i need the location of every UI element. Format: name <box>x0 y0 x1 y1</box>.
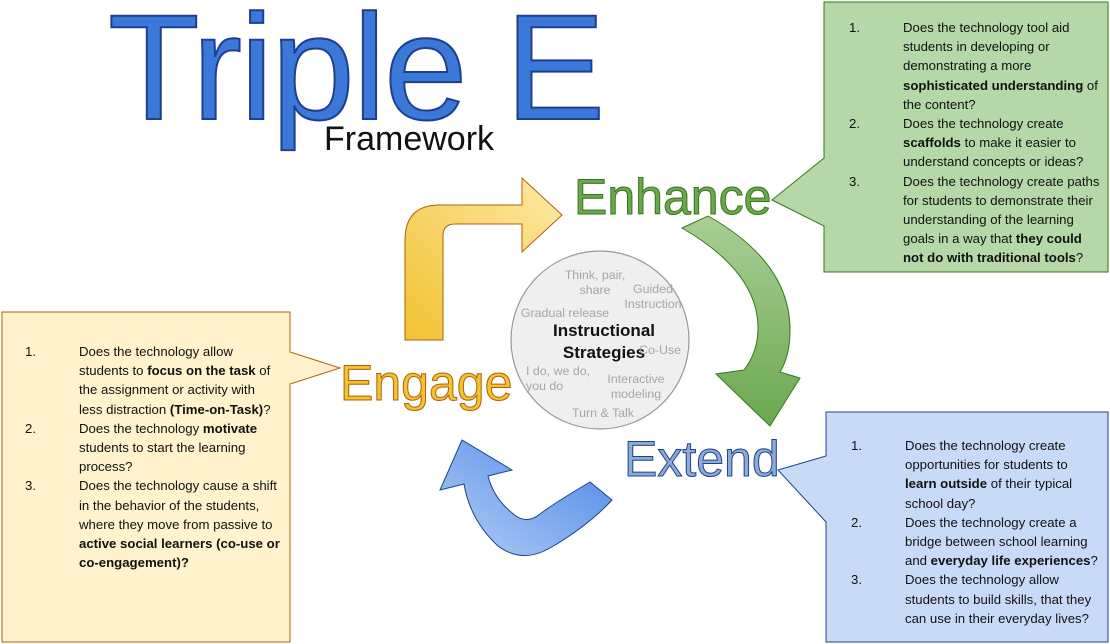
question-item: 2. Does the technology create scaffolds t… <box>846 114 1100 172</box>
engage-label: Engage <box>339 355 513 411</box>
question-text: of their typical school day? <box>905 476 1073 511</box>
question-emphasis: sophisticated understanding <box>903 77 1084 93</box>
extend-questions: 1. Does the technology create opportuniti… <box>826 412 1108 642</box>
center-title: Instructional Strategies <box>552 321 655 362</box>
question-emphasis: focus on the task <box>147 363 256 379</box>
question-item: 3. Does the technology allow students to … <box>848 570 1102 628</box>
question-text: of the content? <box>903 77 1098 112</box>
engage-to-enhance-arrow <box>404 176 563 341</box>
engage-questions: 1.Does the technology allow students to … <box>2 312 290 644</box>
extend-label: Extend <box>624 431 781 487</box>
strategy-gradual-release: Gradual release <box>520 306 610 320</box>
strategy-turn-and-talk: Turn & Talk <box>572 406 634 420</box>
question-emphasis: learn outside <box>905 476 988 492</box>
question-number: 1. <box>851 438 862 453</box>
question-item: 1. Does the technology tool aid students … <box>846 18 1100 114</box>
strategy-think-pair-share: Think, pair, share <box>564 268 626 297</box>
question-item: 2. Does the technology motivate students … <box>22 419 282 477</box>
question-text: ? <box>1090 553 1098 569</box>
question-item: 3. Does the technology create paths for s… <box>846 172 1100 268</box>
question-emphasis: they could not do with traditional tools <box>903 231 1082 266</box>
question-text: Does the technology allow students to <box>79 344 233 379</box>
question-emphasis: scaffolds <box>903 135 961 151</box>
engage-question-list: 1.Does the technology allow students to … <box>22 342 282 572</box>
question-item: 3. Does the technology cause a shift in t… <box>22 476 282 572</box>
enhance-callout <box>771 1 1109 273</box>
question-text: Does the technology create <box>903 116 1064 132</box>
question-number: 2. <box>25 420 36 436</box>
extend-to-engage-arrow <box>439 439 613 556</box>
question-emphasis: active social learners (co-use or co-eng… <box>79 536 280 571</box>
question-number: 3. <box>25 478 36 494</box>
question-item: 2. Does the technology create a bridge be… <box>848 513 1102 571</box>
enhance-questions: 1. Does the technology tool aid students … <box>824 0 1108 272</box>
question-number: 3. <box>851 572 862 588</box>
enhance-question-list: 1. Does the technology tool aid students … <box>846 18 1100 268</box>
instructional-strategies-circle <box>510 250 690 430</box>
question-number: 3. <box>849 173 860 189</box>
question-text: to make it easier to understand concepts… <box>903 135 1084 170</box>
engage-callout <box>1 311 342 643</box>
strategy-co-use: Co-Use <box>639 343 681 357</box>
enhance-label: Enhance <box>573 169 772 225</box>
question-text: of the assignment or activity with less … <box>79 363 271 417</box>
question-number: 2. <box>851 514 862 530</box>
question-text: Does the technology create a bridge betw… <box>905 514 1088 569</box>
question-number: 2. <box>849 116 860 132</box>
question-text: Does the technology tool aid students in… <box>903 20 1070 74</box>
question-text: Does the technology allow students to bu… <box>905 572 1092 626</box>
question-emphasis: motivate <box>202 420 258 436</box>
question-emphasis: (Time-on-Task) <box>169 401 264 417</box>
strategy-guided-instruction: Guided Instruction <box>624 282 682 311</box>
question-text: Does the technology <box>79 420 203 436</box>
question-text: Does the technology create opportunities… <box>905 438 1068 473</box>
question-text: ? <box>263 401 271 417</box>
page-title: Triple E <box>107 0 606 151</box>
question-emphasis: everyday life experiences <box>930 553 1091 569</box>
question-text: Does the technology cause a shift in the… <box>79 478 277 532</box>
extend-callout <box>777 411 1109 643</box>
strategy-i-do-we-do-you-do: I do, we do, you do <box>526 364 591 393</box>
enhance-to-extend-arrow <box>680 215 801 427</box>
question-text: ? <box>1075 250 1084 266</box>
question-text: Does the technology create paths for stu… <box>903 173 1100 247</box>
page-subtitle: Framework <box>324 120 495 158</box>
question-number: 1. <box>25 344 36 359</box>
question-item: 1.Does the technology allow students to … <box>22 342 282 419</box>
extend-question-list: 1. Does the technology create opportuniti… <box>848 436 1102 628</box>
strategy-interactive-modeling: Interactive modeling <box>607 372 665 401</box>
question-number: 1. <box>849 20 860 35</box>
question-item: 1. Does the technology create opportuniti… <box>848 436 1102 513</box>
question-text: students to start the learning process? <box>79 440 246 475</box>
